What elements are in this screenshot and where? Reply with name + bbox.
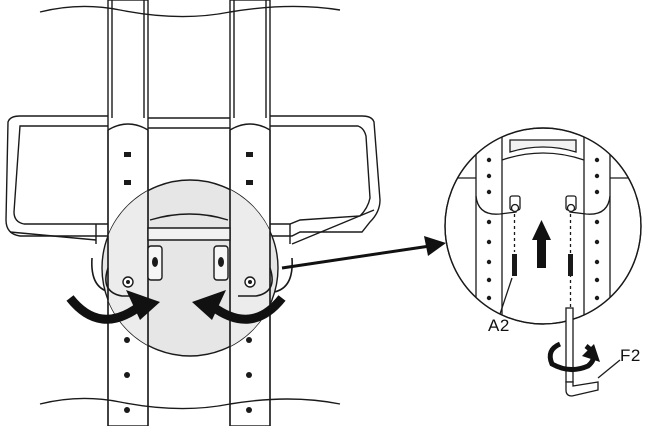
part-label-f2: F2 bbox=[620, 346, 641, 365]
f2-leader-line bbox=[597, 359, 621, 379]
main-view bbox=[5, 0, 446, 426]
up-arrow-icon bbox=[537, 238, 546, 268]
bottom-break-line bbox=[39, 397, 341, 410]
part-label-a2: A2 bbox=[488, 316, 510, 335]
curved-arrow-head-left bbox=[126, 290, 160, 320]
bolt-a2-left bbox=[512, 254, 517, 276]
detail-view bbox=[444, 127, 642, 397]
curved-arrow-icon bbox=[209, 295, 286, 324]
a2-leader-line bbox=[499, 277, 513, 315]
rotate-arrow-head bbox=[582, 344, 600, 362]
top-break-line bbox=[39, 5, 341, 18]
detail-pointer-head bbox=[424, 236, 446, 256]
detail-pointer-line bbox=[281, 244, 431, 270]
hex-key-icon bbox=[565, 307, 599, 397]
tray-shelf bbox=[5, 115, 381, 245]
curved-arrow-head-right bbox=[192, 290, 226, 320]
up-arrow-head bbox=[532, 220, 551, 240]
curved-arrow-icon bbox=[66, 295, 143, 324]
